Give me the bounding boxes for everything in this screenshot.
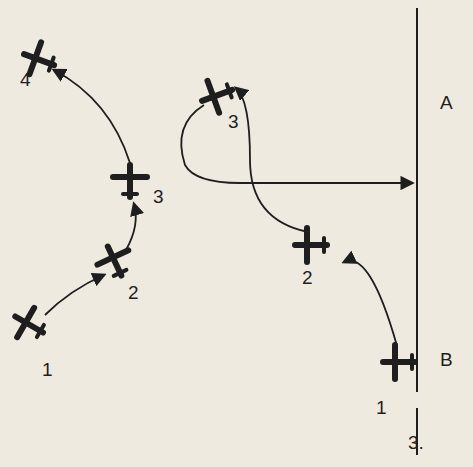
callout-number: 4 [20, 70, 31, 89]
flight-paths [45, 70, 412, 346]
callout-number: A [440, 93, 453, 112]
callout-number: 1 [42, 360, 53, 379]
flight-line [417, 8, 418, 455]
callout-number: 1 [376, 398, 387, 417]
callout-number: 2 [302, 268, 313, 287]
callout-number: 2 [128, 283, 139, 302]
aircraft [7, 38, 415, 379]
callout-number: B [440, 350, 453, 369]
callout-number: 3. [408, 433, 424, 452]
callout-number: 3 [153, 187, 164, 206]
callout-number: 3 [228, 112, 239, 131]
